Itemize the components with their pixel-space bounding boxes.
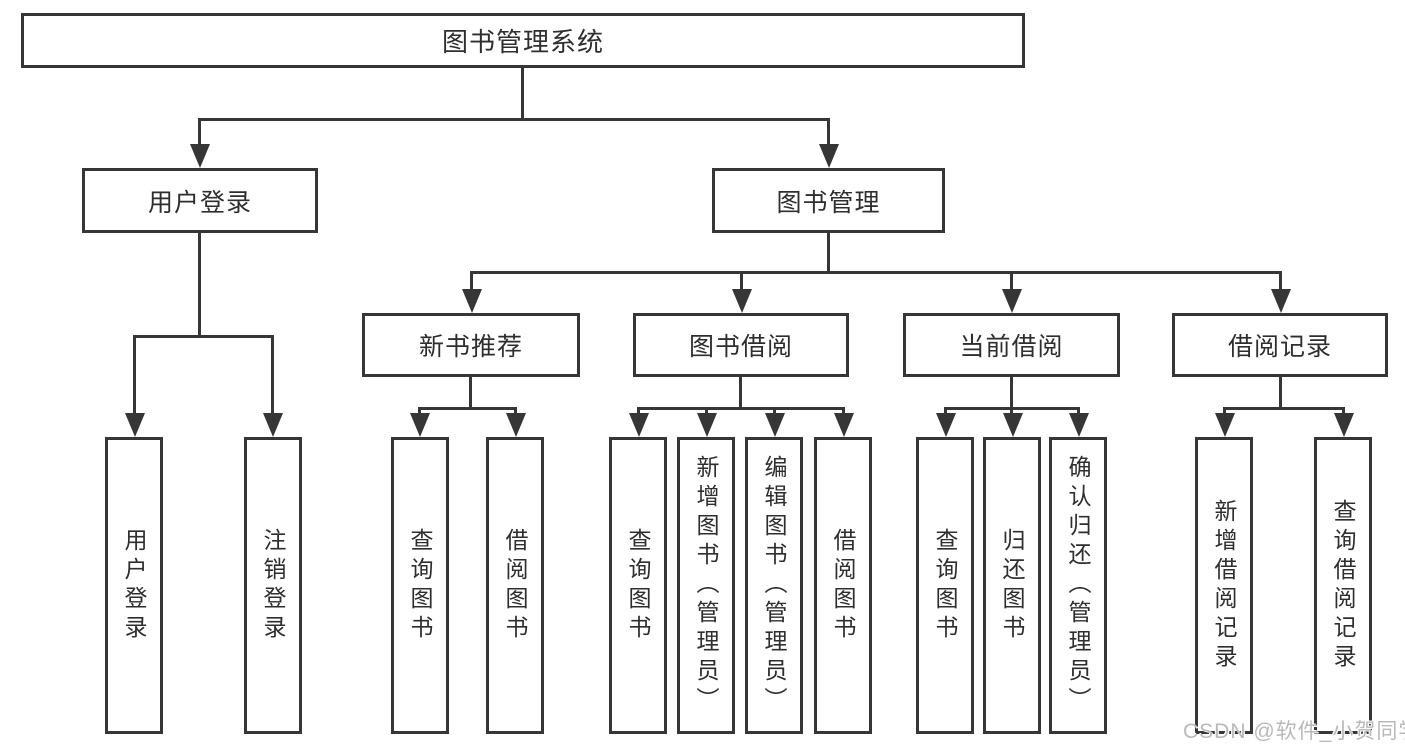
- node-label: 查询图书: [932, 527, 958, 644]
- connector-line: [1010, 377, 1013, 409]
- connector-line: [469, 376, 472, 409]
- node-user-login: 用户登录: [82, 168, 318, 233]
- node-current-borrow: 当前借阅: [903, 313, 1120, 377]
- connector-line: [198, 118, 830, 121]
- node-label: 借阅图书: [502, 527, 528, 644]
- node-edit-book-admin: 编辑图书（管理员）: [745, 437, 803, 734]
- connector-arrowhead: [628, 413, 649, 437]
- connector-line: [1279, 375, 1282, 409]
- node-label: 图书管理: [776, 188, 881, 217]
- connector-line: [521, 68, 524, 118]
- connector-line: [827, 118, 830, 150]
- node-borrow-records: 借阅记录: [1172, 313, 1388, 377]
- connector-arrowhead: [1068, 413, 1089, 437]
- connector-line: [739, 377, 742, 409]
- node-return-book: 归还图书: [983, 437, 1041, 734]
- node-query-books-borrow: 查询图书: [609, 437, 667, 734]
- node-query-books-recommend: 查询图书: [391, 437, 449, 734]
- connector-arrowhead: [461, 289, 482, 313]
- connector-arrowhead: [833, 413, 854, 437]
- csdn-watermark: CSDN @软件_小贺同学: [1183, 720, 1405, 743]
- node-borrow-books-recommend: 借阅图书: [486, 437, 544, 734]
- connector-arrowhead: [818, 144, 839, 168]
- node-label: 新增借阅记录: [1211, 498, 1237, 673]
- node-label: 图书借阅: [688, 333, 793, 361]
- connector-arrowhead: [262, 413, 283, 437]
- node-query-borrow-record: 查询借阅记录: [1314, 437, 1372, 734]
- node-query-books-current: 查询图书: [916, 437, 974, 734]
- connector-line: [198, 233, 201, 336]
- connector-arrowhead: [935, 413, 956, 437]
- node-label: 归还图书: [999, 527, 1025, 644]
- node-book-borrow: 图书借阅: [633, 313, 849, 377]
- connector-line: [740, 271, 743, 297]
- connector-line: [133, 335, 136, 417]
- connector-line: [827, 233, 830, 273]
- connector-line: [637, 407, 845, 410]
- connector-arrowhead: [189, 144, 210, 168]
- node-add-book-admin: 新增图书（管理员）: [677, 437, 735, 734]
- node-label: 当前借阅: [959, 333, 1064, 361]
- node-label: 用户登录: [121, 527, 147, 644]
- node-label: 编辑图书（管理员）: [761, 455, 787, 716]
- node-label: 新增图书（管理员）: [693, 455, 719, 716]
- connector-arrowhead: [124, 413, 145, 437]
- connector-arrowhead: [409, 413, 430, 437]
- connector-line: [470, 271, 1282, 274]
- node-library-system: 图书管理系统: [21, 13, 1025, 68]
- connector-line: [944, 407, 1080, 410]
- node-label: 新书推荐: [418, 333, 523, 361]
- node-label: 查询借阅记录: [1330, 498, 1356, 673]
- node-add-borrow-record: 新增借阅记录: [1195, 437, 1253, 734]
- connector-arrowhead: [1001, 289, 1022, 313]
- connector-arrowhead: [1214, 413, 1235, 437]
- node-user-login-leaf: 用户登录: [105, 437, 163, 734]
- node-label: 借阅记录: [1227, 333, 1332, 361]
- node-label: 注销登录: [260, 527, 286, 644]
- connector-line: [470, 271, 473, 297]
- node-label: 借阅图书: [830, 527, 856, 644]
- connector-line: [418, 407, 517, 410]
- connector-arrowhead: [731, 289, 752, 313]
- connector-arrowhead: [696, 413, 717, 437]
- node-label: 查询图书: [407, 527, 433, 644]
- node-new-book-recommend: 新书推荐: [362, 313, 580, 377]
- node-confirm-return-admin: 确认归还（管理员）: [1049, 437, 1107, 734]
- connector-line: [133, 335, 274, 338]
- connector-arrowhead: [1270, 289, 1291, 313]
- node-label: 图书管理系统: [441, 27, 604, 57]
- connector-line: [1223, 407, 1345, 410]
- connector-arrowhead: [1333, 413, 1354, 437]
- node-book-management: 图书管理: [712, 168, 945, 233]
- node-logout: 注销登录: [244, 437, 302, 734]
- connector-arrowhead: [764, 413, 785, 437]
- node-label: 查询图书: [625, 527, 651, 644]
- connector-arrowhead: [505, 413, 526, 437]
- node-borrow-books-leaf: 借阅图书: [814, 437, 872, 734]
- node-label: 确认归还（管理员）: [1065, 455, 1091, 716]
- connector-line: [1010, 271, 1013, 297]
- connector-line: [1279, 271, 1282, 297]
- connector-line: [198, 118, 201, 150]
- connector-line: [271, 335, 274, 417]
- node-label: 用户登录: [147, 188, 252, 217]
- connector-arrowhead: [1002, 413, 1023, 437]
